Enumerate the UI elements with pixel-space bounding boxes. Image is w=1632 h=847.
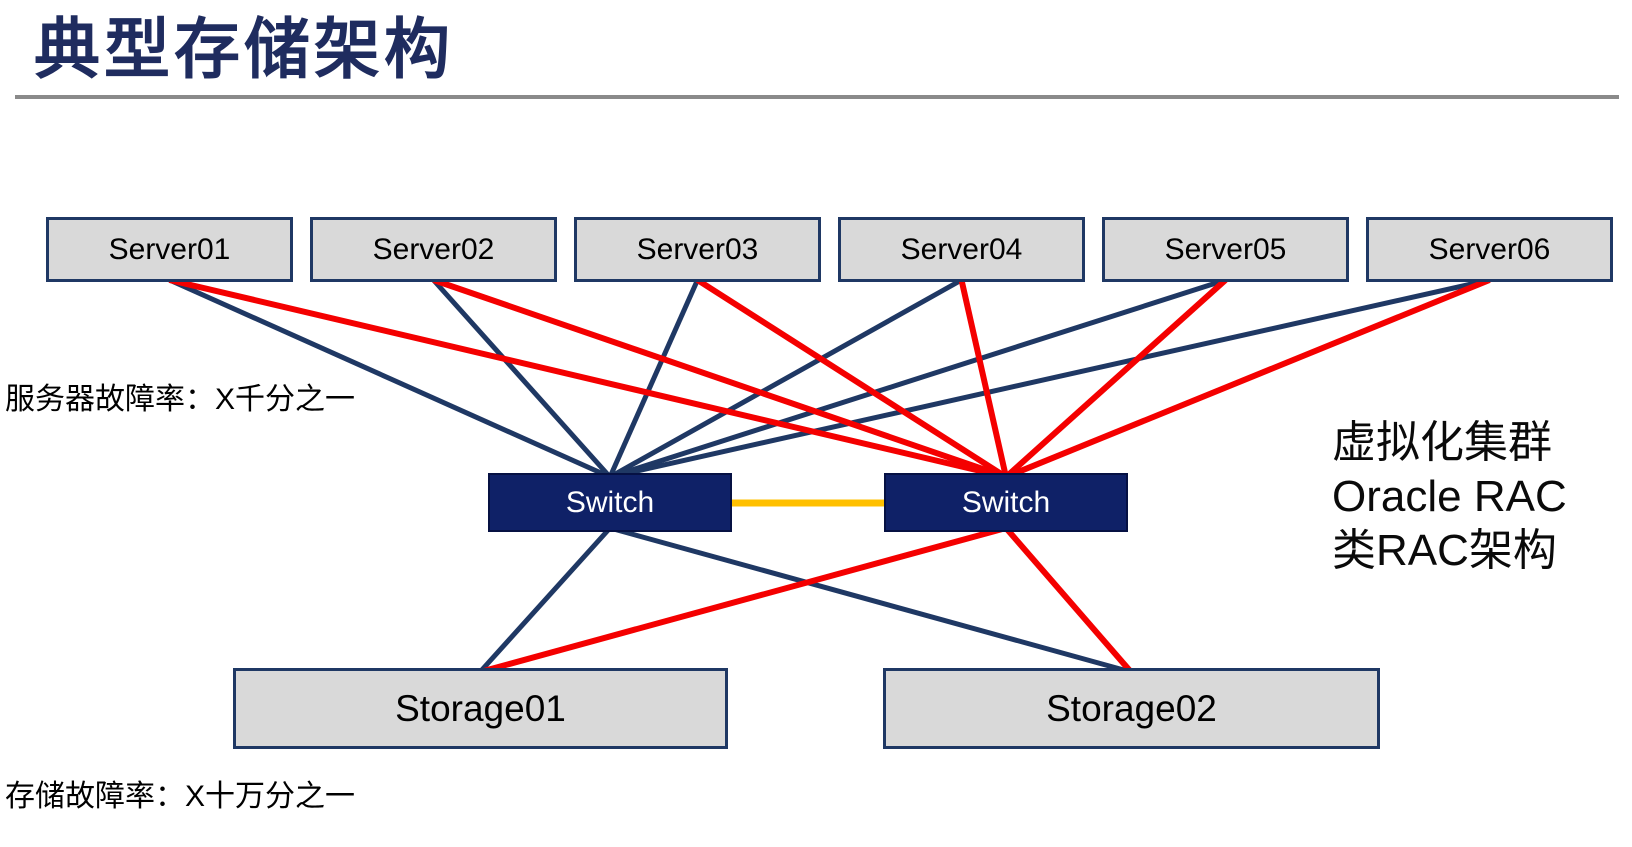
slide-title: 典型存储架构 xyxy=(34,12,454,86)
node-server03: Server03 xyxy=(574,217,821,282)
node-switch-left: Switch xyxy=(488,473,732,532)
link-server2-switch-left xyxy=(431,278,612,479)
link-server1-switch-left xyxy=(168,277,612,480)
storage-failure-rate-label: 存储故障率：X十万分之一 xyxy=(5,780,356,813)
link-switch-right-storage2 xyxy=(1003,526,1134,674)
node-server01: Server01 xyxy=(46,217,293,282)
link-server4-switch-right xyxy=(958,279,1009,478)
cluster-note-line-3: 类RAC架构 xyxy=(1332,526,1557,575)
node-server02: Server02 xyxy=(310,217,557,282)
title-underline xyxy=(15,95,1619,99)
link-switch-left-storage2 xyxy=(609,525,1132,675)
link-server4-switch-left xyxy=(608,277,963,480)
link-switch-right-storage1 xyxy=(479,525,1007,675)
link-server3-switch-right xyxy=(695,277,1008,480)
link-server2-switch-right xyxy=(432,277,1007,480)
link-server6-switch-right xyxy=(1004,277,1491,480)
node-storage02: Storage02 xyxy=(883,668,1380,749)
link-server5-switch-right xyxy=(1003,277,1228,480)
node-server06: Server06 xyxy=(1366,217,1613,282)
node-server05: Server05 xyxy=(1102,217,1349,282)
node-switch-right: Switch xyxy=(884,473,1128,532)
link-server3-switch-left xyxy=(607,278,700,479)
server-failure-rate-label: 服务器故障率：X千分之一 xyxy=(5,383,356,416)
cluster-note-line-1: 虚拟化集群 xyxy=(1332,418,1552,467)
link-server1-switch-right xyxy=(168,277,1007,480)
link-switch-left-storage1 xyxy=(478,526,612,674)
node-storage01: Storage01 xyxy=(233,668,728,749)
cluster-note-line-2: Oracle RAC xyxy=(1332,472,1567,521)
link-server5-switch-left xyxy=(609,277,1227,480)
link-server6-switch-left xyxy=(609,277,1491,480)
node-server04: Server04 xyxy=(838,217,1085,282)
cluster-note: 虚拟化集群 Oracle RAC 类RAC架构 xyxy=(1332,416,1567,578)
